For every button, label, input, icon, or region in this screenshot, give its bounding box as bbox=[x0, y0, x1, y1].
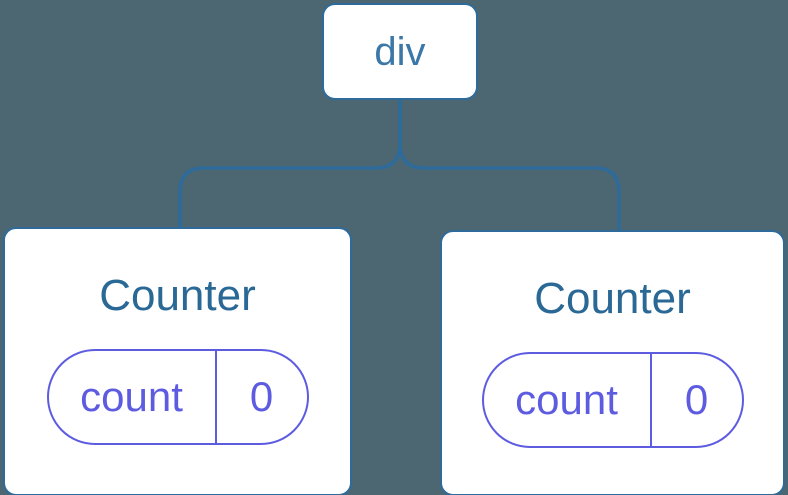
state-value-cell: 0 bbox=[217, 351, 307, 443]
counter-node-right: Counter count 0 bbox=[440, 230, 785, 495]
state-pill: count 0 bbox=[46, 348, 309, 445]
state-key-cell: count bbox=[484, 353, 652, 446]
state-value-label: 0 bbox=[249, 372, 274, 420]
root-node-label: div bbox=[374, 29, 426, 74]
connector-branch-left bbox=[178, 99, 402, 229]
counter-node-left: Counter count 0 bbox=[3, 227, 352, 495]
state-key-label: count bbox=[515, 375, 618, 423]
root-node: div bbox=[322, 3, 478, 100]
state-value-label: 0 bbox=[684, 375, 709, 423]
connector-branch-right bbox=[398, 99, 621, 232]
state-key-label: count bbox=[80, 372, 183, 420]
counter-title: Counter bbox=[534, 274, 691, 323]
state-value-cell: 0 bbox=[652, 354, 742, 446]
state-key-cell: count bbox=[49, 350, 217, 443]
state-pill: count 0 bbox=[481, 351, 744, 448]
counter-title: Counter bbox=[99, 271, 256, 320]
